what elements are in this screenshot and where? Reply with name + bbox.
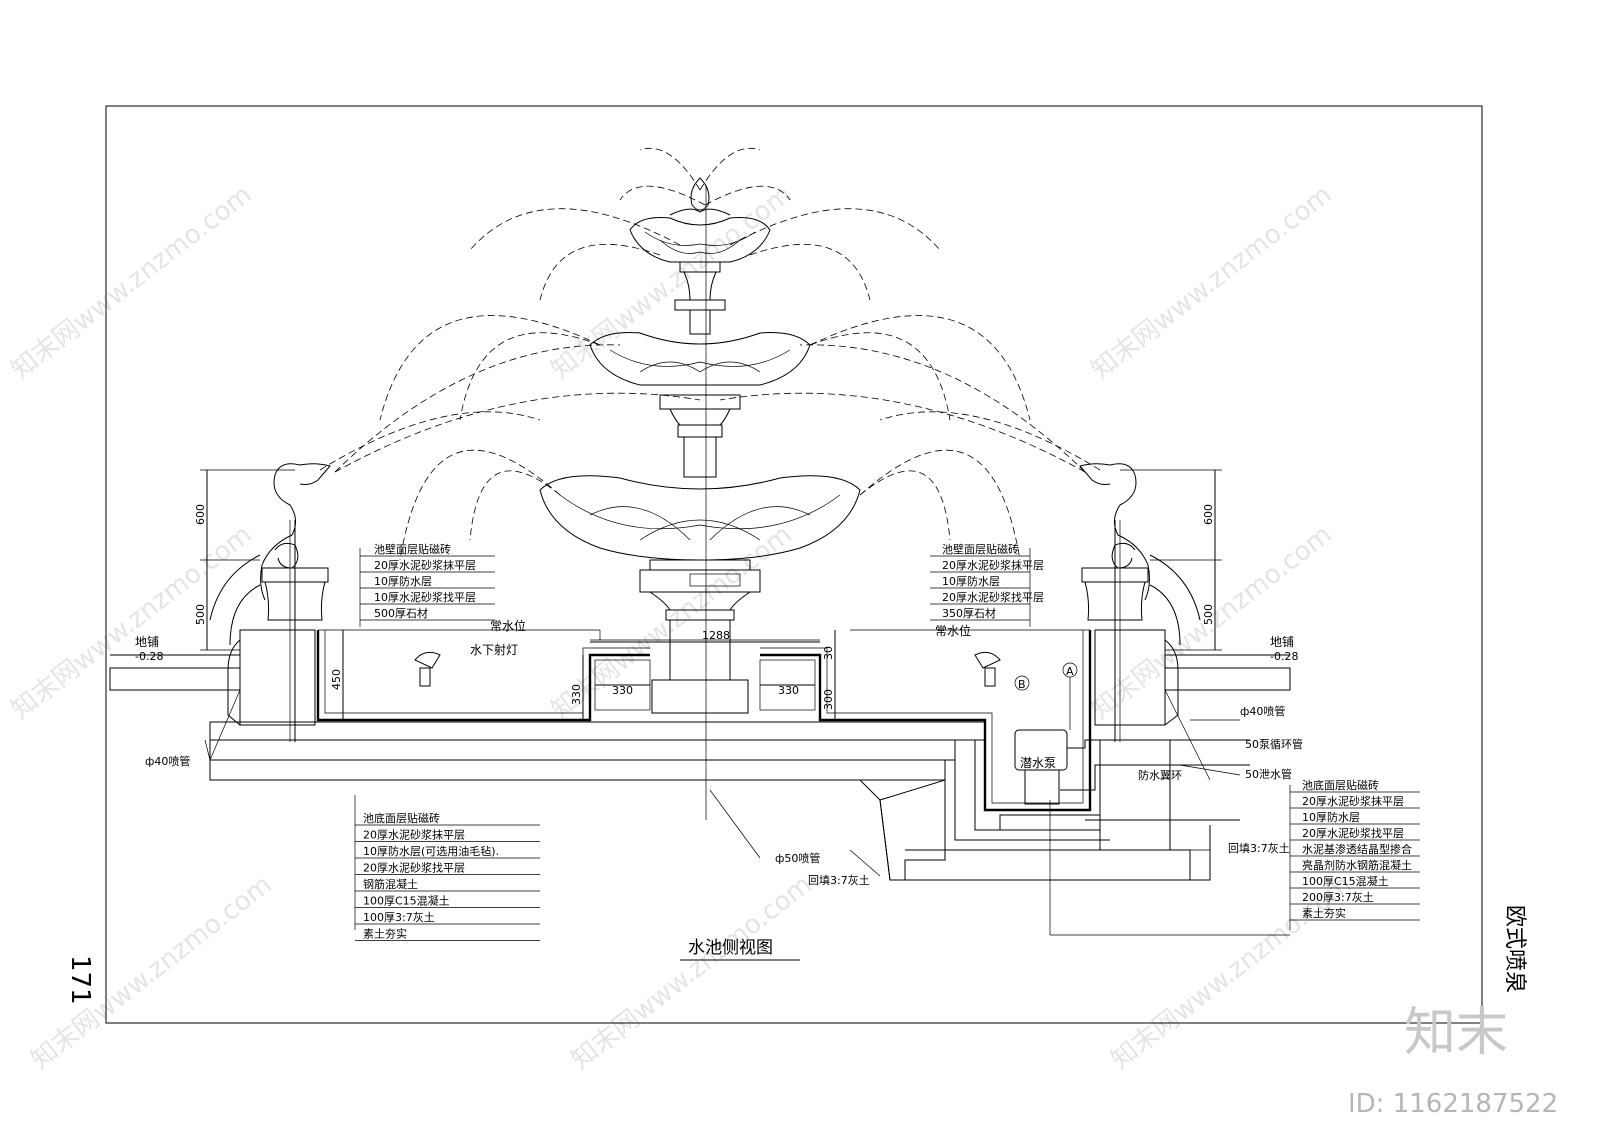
layer-label: 20厚水泥砂浆找平层: [363, 861, 465, 875]
layer-label: 20厚水泥砂浆找平层: [1302, 826, 1404, 840]
pump-pipe-label: 50泵循环管: [1245, 737, 1303, 751]
side-title: 欧式喷泉: [1502, 905, 1527, 993]
layer-label: 10厚水泥砂浆找平层: [374, 590, 476, 604]
brand-logo: 知末: [1404, 1003, 1508, 1063]
layer-label: 亮晶剂防水钢筋混凝土: [1302, 858, 1412, 872]
watermark-text: 知末网www.znzmo.com: [1086, 180, 1338, 386]
layer-label: 100厚C15混凝土: [363, 894, 450, 908]
pump-label: 潜水泵: [1020, 756, 1056, 770]
ground-elevation-right: -0.28: [1270, 650, 1298, 663]
watermark-text: 知末网www.znzmo.com: [6, 520, 258, 726]
layer-label: 池壁面层贴磁砖: [942, 542, 1019, 556]
water-level-right: 常水位: [935, 623, 971, 638]
drawing-title: 水池侧视图: [688, 938, 773, 958]
wall-layers-left: 池壁面层贴磁砖 20厚水泥砂浆抹平层 10厚防水层 10厚水泥砂浆找平层 500厚石材: [360, 542, 495, 621]
submersible-pump: [1014, 729, 1250, 821]
layer-label: 20厚水泥砂浆抹平层: [374, 558, 476, 572]
layer-label: 350厚石材: [942, 606, 996, 620]
layer-label: 20厚水泥砂浆抹平层: [1302, 794, 1404, 808]
id-label: ID: 1162187522: [1348, 1089, 1558, 1119]
underwater-light-left: [414, 651, 441, 687]
leader-lines: [204, 548, 1291, 936]
drain-pipe-label: 50泄水管: [1245, 767, 1292, 781]
dimension-330-right: 330: [778, 684, 799, 697]
bottom-layers-left: 池底面层贴磁砖 20厚水泥砂浆抹平层 10厚防水层(可选用油毛毡). 20厚水泥砂浆找…: [355, 811, 540, 941]
layer-label: 水泥基渗透结晶型掺合: [1302, 842, 1412, 856]
layer-label: 500厚石材: [374, 606, 428, 620]
page-number: 171: [65, 955, 95, 1005]
marker-a: A: [1066, 665, 1074, 678]
pipe-40-left-label: ф40喷管: [145, 754, 190, 768]
dimension-1288: 1288: [702, 629, 730, 642]
layer-label: 20厚水泥砂浆抹平层: [363, 828, 465, 842]
underwater-light-label: 水下射灯: [470, 642, 518, 657]
layer-label: 10厚防水层(可选用油毛毡).: [363, 844, 499, 858]
waterproof-ring-label: 防水翼环: [1138, 768, 1182, 782]
watermark-layer: 知末网www.znzmo.com 知末网www.znzmo.com 知末网www…: [6, 180, 1358, 1076]
pipe-50-label: ф50喷管: [775, 851, 820, 865]
underwater-light-right: [974, 651, 1001, 687]
right-pool-wall: [1094, 520, 1179, 742]
bottom-layers-right: 池底面层贴磁砖 20厚水泥砂浆抹平层 10厚防水层 20厚水泥砂浆找平层水泥基渗透结晶…: [1290, 778, 1420, 921]
dimension-330-left: 330: [612, 684, 633, 697]
water-spray-arcs: [319, 148, 1101, 561]
watermark-text: 知末网www.znzmo.com: [26, 870, 278, 1076]
dimension-450: 450: [330, 669, 343, 690]
layer-label: 10厚防水层: [374, 574, 432, 588]
layer-label: 20厚水泥砂浆抹平层: [942, 558, 1044, 572]
layer-label: 100厚3:7灰土: [363, 910, 435, 924]
dimension-600-left: 600: [194, 504, 207, 525]
layer-label: 素土夯实: [363, 927, 407, 941]
dimension-500-left: 500: [194, 604, 207, 625]
layer-label: 10厚防水层: [942, 574, 1000, 588]
pipe-40-right-label: ф40喷管: [1240, 704, 1285, 718]
dimension-300: 300: [822, 689, 835, 710]
watermark-text: 知末网www.znzmo.com: [6, 180, 258, 386]
layer-label: 200厚3:7灰土: [1302, 890, 1374, 904]
dimension-600-right: 600: [1202, 504, 1215, 525]
dimension-lines: [200, 469, 1222, 720]
right-dragon-statue: [1079, 463, 1201, 646]
dimension-500-right: 500: [1202, 604, 1215, 625]
backfill-mid-label: 回填3:7灰土: [808, 873, 870, 887]
layer-label: 素土夯实: [1302, 906, 1346, 920]
wall-layers-right: 池壁面层贴磁砖 20厚水泥砂浆抹平层 10厚防水层 20厚水泥砂浆找平层 350厚石材: [930, 542, 1044, 621]
layer-label: 池底面层贴磁砖: [1302, 778, 1379, 792]
ground-label-left: 地铺: [135, 635, 159, 649]
water-level-left: 常水位: [490, 618, 526, 633]
backfill-right-label: 回填3:7灰土: [1228, 841, 1290, 855]
ground-label-right: 地铺: [1270, 635, 1294, 649]
marker-b: B: [1018, 678, 1026, 691]
layer-label: 池壁面层贴磁砖: [374, 542, 451, 556]
ground-elevation-left: -0.28: [135, 650, 163, 663]
watermark-text: 知末网www.znzmo.com: [566, 870, 818, 1076]
pool-basin: [109, 629, 1291, 881]
layer-label: 10厚防水层: [1302, 810, 1360, 824]
layer-label: 钢筋混凝土: [363, 877, 418, 891]
layer-label: 20厚水泥砂浆找平层: [942, 590, 1044, 604]
fountain-sculpture: [539, 177, 861, 820]
dimension-30: 30: [822, 646, 835, 660]
layer-label: 100厚C15混凝土: [1302, 874, 1389, 888]
layer-label: 池底面层贴磁砖: [363, 811, 440, 825]
dimension-330-vertical: 330: [570, 684, 583, 705]
